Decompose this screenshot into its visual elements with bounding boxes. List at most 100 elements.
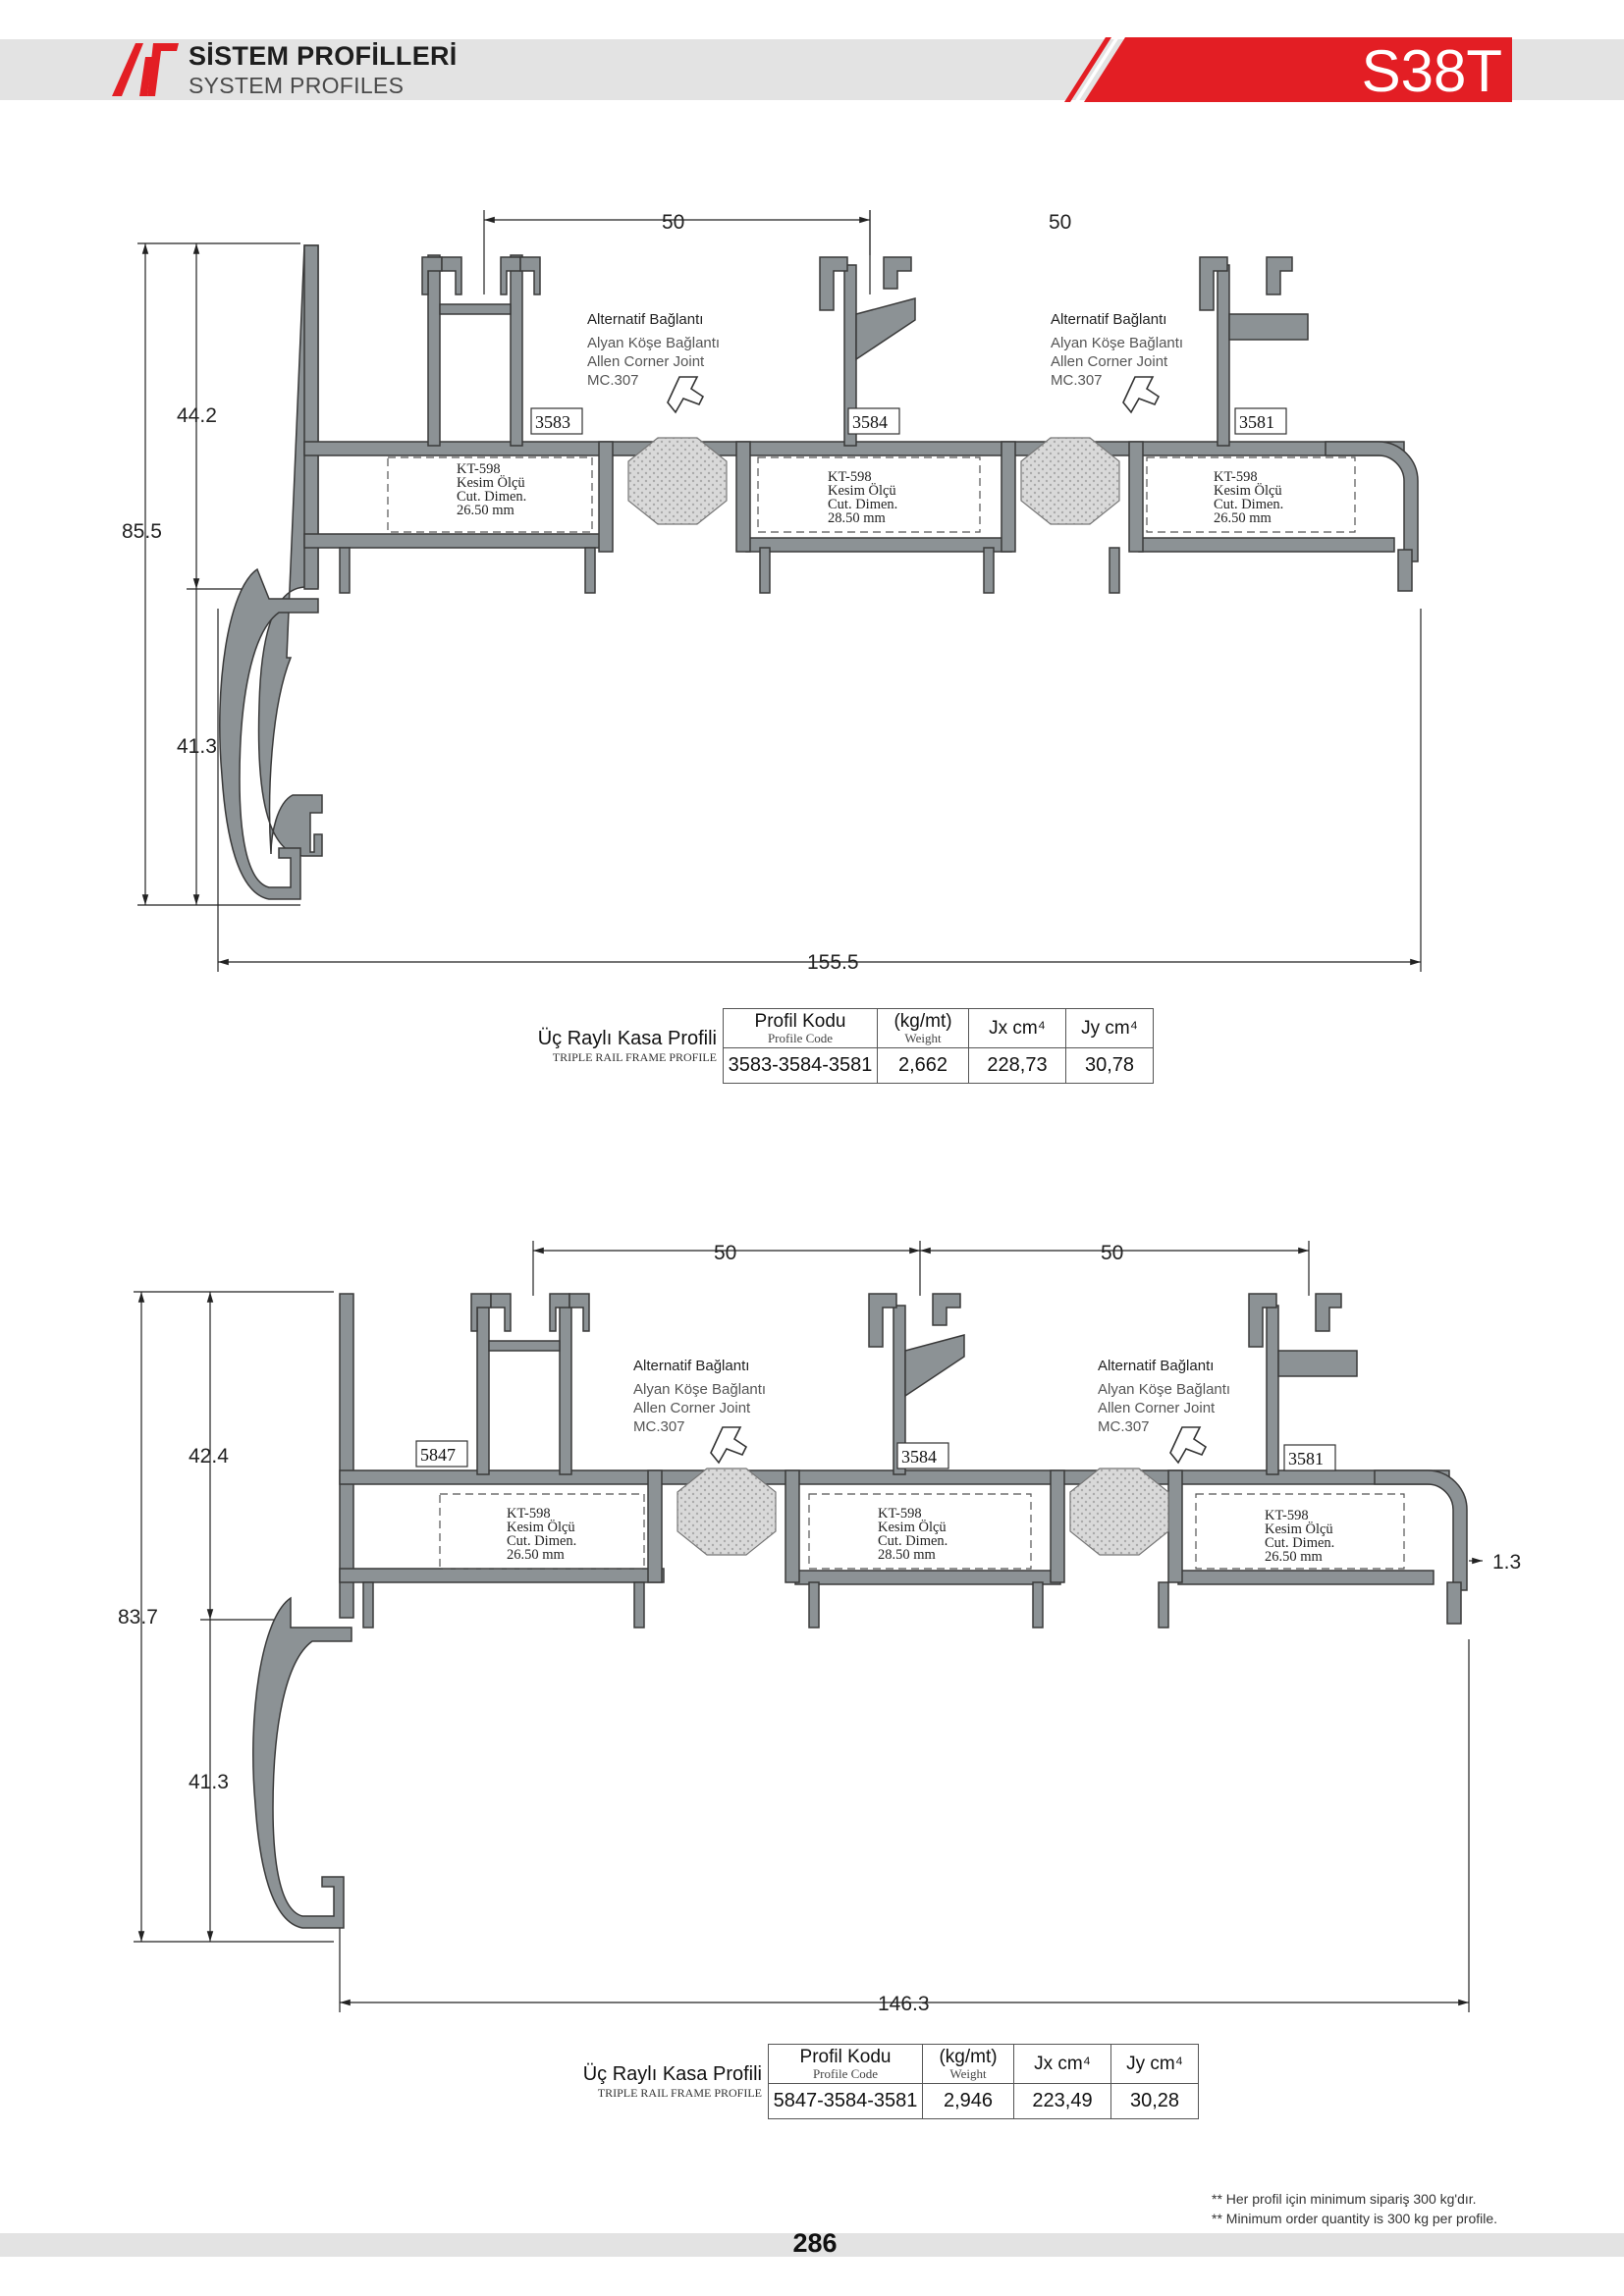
joint-note-en: Allen Corner Joint: [1098, 1400, 1216, 1416]
svg-text:Cut. Dimen.: Cut. Dimen.: [1214, 497, 1283, 512]
joint-note-tr: Alyan Köşe Bağlantı: [587, 335, 720, 351]
dim-overall-height: 85.5: [122, 520, 162, 543]
dim-lip: 1.3: [1492, 1551, 1521, 1574]
joint-note-tr: Alyan Köşe Bağlantı: [633, 1381, 766, 1398]
spec-table: Üç Raylı Kasa Profili TRIPLE RAIL FRAME …: [501, 1008, 1154, 1084]
dim-lower-height: 41.3: [189, 1771, 229, 1793]
header-jx: Jx cm⁴: [989, 1017, 1046, 1039]
joint-note-code: MC.307: [1051, 372, 1103, 389]
svg-text:26.50 mm: 26.50 mm: [507, 1547, 566, 1563]
cut-label: KT-598 Kesim Ölçü Cut. Dimen. 28.50 mm: [878, 1506, 947, 1563]
joint-note-tr: Alyan Köşe Bağlantı: [1051, 335, 1183, 351]
joint-note-title: Alternatif Bağlantı: [587, 311, 703, 328]
svg-text:28.50 mm: 28.50 mm: [828, 510, 887, 526]
dim-overall-height: 83.7: [118, 1606, 158, 1629]
dimension-lines: [134, 1241, 1483, 2012]
joint-note-en: Allen Corner Joint: [587, 353, 705, 370]
table-label-en: TRIPLE RAIL FRAME PROFILE: [597, 2085, 762, 2100]
svg-text:Kesim Ölçü: Kesim Ölçü: [1265, 1521, 1333, 1537]
joint-note-code: MC.307: [587, 372, 639, 389]
dim-upper-height: 44.2: [177, 404, 217, 427]
svg-text:Kesim Ölçü: Kesim Ölçü: [828, 482, 896, 499]
profile-code-tag: 3584: [852, 412, 888, 432]
cut-label: KT-598 Kesim Ölçü Cut. Dimen. 26.50 mm: [1214, 469, 1283, 526]
cell-jy: 30,28: [1129, 2090, 1180, 2111]
joint-note-title: Alternatif Bağlantı: [1051, 311, 1166, 328]
svg-text:Cut. Dimen.: Cut. Dimen.: [457, 489, 526, 505]
joint-note-en: Allen Corner Joint: [633, 1400, 751, 1416]
series-badge: [1064, 37, 1512, 102]
profile-code-tag: 5847: [420, 1445, 456, 1465]
svg-text:28.50 mm: 28.50 mm: [878, 1547, 937, 1563]
cut-label: KT-598 Kesim Ölçü Cut. Dimen. 28.50 mm: [828, 469, 897, 526]
allen-key-icon: [710, 1426, 1208, 1465]
brand-subtitle: SYSTEM PROFILES: [189, 73, 405, 98]
profile-code-tag: 3581: [1239, 412, 1274, 432]
cut-label: KT-598 Kesim Ölçü Cut. Dimen. 26.50 mm: [457, 461, 526, 518]
header-weight: (kg/mt): [939, 2046, 998, 2067]
cut-dimension-boxes: [387, 456, 1356, 533]
spec-table: Üç Raylı Kasa Profili TRIPLE RAIL FRAME …: [546, 2044, 1199, 2119]
joint-note-title: Alternatif Bağlantı: [1098, 1358, 1214, 1374]
svg-text:KT-598: KT-598: [507, 1506, 551, 1522]
footnote-tr: ** Her profil için minimum sipariş 300 k…: [1212, 2191, 1477, 2207]
cell-jx: 228,73: [987, 1054, 1048, 1076]
dim-top-left: 50: [662, 211, 684, 234]
series-code: S38T: [1361, 38, 1502, 104]
cell-code: 5847-3584-3581: [773, 2090, 918, 2111]
svg-text:KT-598: KT-598: [878, 1506, 922, 1522]
joint-note-en: Allen Corner Joint: [1051, 353, 1168, 370]
cut-dimension-boxes: [439, 1493, 1405, 1570]
cell-jy: 30,78: [1084, 1054, 1135, 1076]
header-code: Profil Kodu: [799, 2046, 892, 2067]
cell-weight: 2,662: [897, 1054, 948, 1076]
allen-key-icon: [667, 376, 1161, 414]
thermal-breaks: [627, 437, 1120, 525]
header-weight-en: Weight: [904, 1030, 942, 1045]
profile-tags: [415, 1440, 1336, 1471]
profile-code-tag: 3584: [901, 1447, 937, 1467]
svg-text:26.50 mm: 26.50 mm: [1214, 510, 1272, 526]
svg-text:KT-598: KT-598: [457, 461, 501, 477]
footer-bar: [0, 2233, 1624, 2257]
header-code-en: Profile Code: [767, 1030, 834, 1045]
thermal-breaks: [677, 1468, 1169, 1556]
svg-text:Cut. Dimen.: Cut. Dimen.: [1265, 1535, 1334, 1551]
dim-top-right: 50: [1101, 1242, 1123, 1264]
footnote-en: ** Minimum order quantity is 300 kg per …: [1212, 2211, 1498, 2226]
svg-text:Kesim Ölçü: Kesim Ölçü: [878, 1519, 947, 1535]
svg-text:Cut. Dimen.: Cut. Dimen.: [828, 497, 897, 512]
header-weight: (kg/mt): [893, 1010, 952, 1032]
cell-jx: 223,49: [1032, 2090, 1093, 2111]
svg-text:26.50 mm: 26.50 mm: [457, 503, 515, 518]
svg-text:Kesim Ölçü: Kesim Ölçü: [457, 474, 525, 491]
dim-top-right: 50: [1049, 211, 1071, 234]
cut-label: KT-598 Kesim Ölçü Cut. Dimen. 26.50 mm: [1265, 1508, 1334, 1565]
joint-note-code: MC.307: [1098, 1418, 1150, 1435]
dim-width: 155.5: [807, 951, 859, 974]
drawing-2: [134, 1241, 1483, 2012]
svg-text:Kesim Ölçü: Kesim Ölçü: [1214, 482, 1282, 499]
header-weight-en: Weight: [949, 2065, 987, 2081]
dim-upper-height: 42.4: [189, 1445, 229, 1468]
frame-profile: [252, 1293, 1468, 1929]
joint-note-title: Alternatif Bağlantı: [633, 1358, 749, 1374]
profile-tags: [530, 407, 1287, 435]
table-label: Üç Raylı Kasa Profili: [582, 2062, 762, 2085]
ap-logo-icon: [112, 43, 179, 96]
frame-profile: [219, 244, 1419, 900]
table-label-en: TRIPLE RAIL FRAME PROFILE: [552, 1049, 717, 1064]
svg-text:Kesim Ölçü: Kesim Ölçü: [507, 1519, 575, 1535]
drawing-1: [137, 210, 1422, 972]
header-jx: Jx cm⁴: [1034, 2053, 1091, 2074]
brand-title: SİSTEM PROFİLLERİ: [189, 41, 458, 71]
svg-text:KT-598: KT-598: [1214, 469, 1258, 485]
svg-text:KT-598: KT-598: [1265, 1508, 1309, 1523]
page-number: 286: [792, 2228, 838, 2258]
dim-top-left: 50: [714, 1242, 736, 1264]
header-code-en: Profile Code: [812, 2065, 879, 2081]
header-jy: Jy cm⁴: [1126, 2053, 1183, 2074]
profile-code-tag: 3583: [535, 412, 570, 432]
profile-code-tag: 3581: [1288, 1449, 1324, 1468]
